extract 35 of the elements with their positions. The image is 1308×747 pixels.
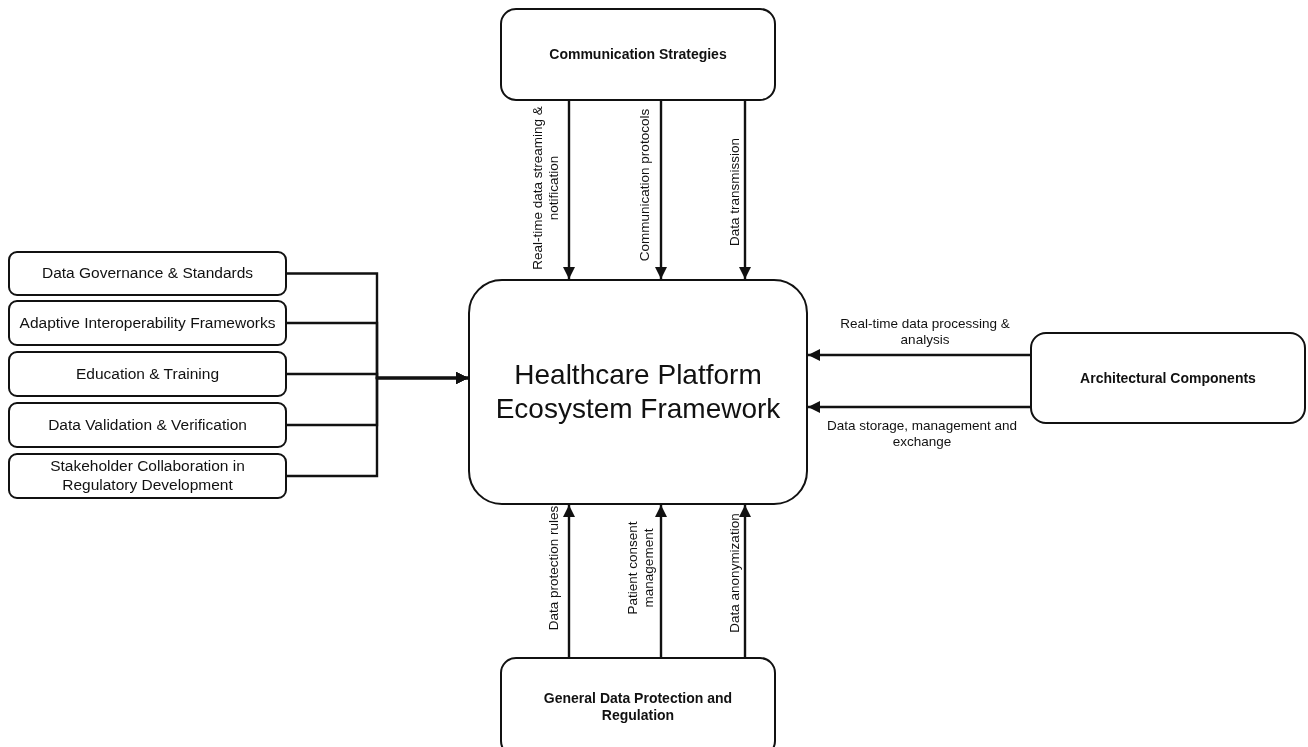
process-box <box>8 251 287 296</box>
central-box <box>468 279 808 505</box>
edge-label: Real-time data streaming & notification <box>528 105 562 272</box>
arrow <box>739 101 751 279</box>
arrow <box>808 401 1030 413</box>
arrow <box>739 505 751 657</box>
box-label: Architectural Components <box>1080 369 1256 387</box>
edge-label: Real-time data processing & analysis <box>839 314 1011 349</box>
edge-label: Data anonymization <box>725 512 743 635</box>
process-box <box>500 657 776 747</box>
box-label: Healthcare Platform Ecosystem Framework <box>494 358 782 426</box>
process-box <box>8 300 287 346</box>
box-label: Communication Strategies <box>549 46 727 63</box>
box-label: General Data Protection and Regulation <box>542 690 734 724</box>
arrow <box>655 101 667 279</box>
edge-label: Patient consent management <box>623 520 657 617</box>
process-box <box>500 8 776 101</box>
arrow <box>563 505 575 657</box>
process-box <box>8 453 287 499</box>
box-label: Adaptive Interoperability Frameworks <box>19 313 276 333</box>
arrow <box>287 372 468 478</box>
edge-label: Data storage, management and exchange <box>826 416 1018 451</box>
box-label: Data Validation & Verification <box>48 415 247 435</box>
arrow <box>563 101 575 279</box>
edge-label: Communication protocols <box>635 107 653 264</box>
arrow <box>808 349 1030 361</box>
process-box <box>8 351 287 397</box>
box-label: Data Governance & Standards <box>41 264 254 283</box>
arrow <box>655 505 667 657</box>
edge-label: Data transmission <box>725 137 743 249</box>
box-label: Education & Training <box>75 364 219 384</box>
edge-label: Data protection rules <box>544 504 562 633</box>
process-box <box>8 402 287 448</box>
box-label: Stakeholder Collaboration in Regulatory Development <box>49 457 246 495</box>
process-box <box>1030 332 1306 424</box>
